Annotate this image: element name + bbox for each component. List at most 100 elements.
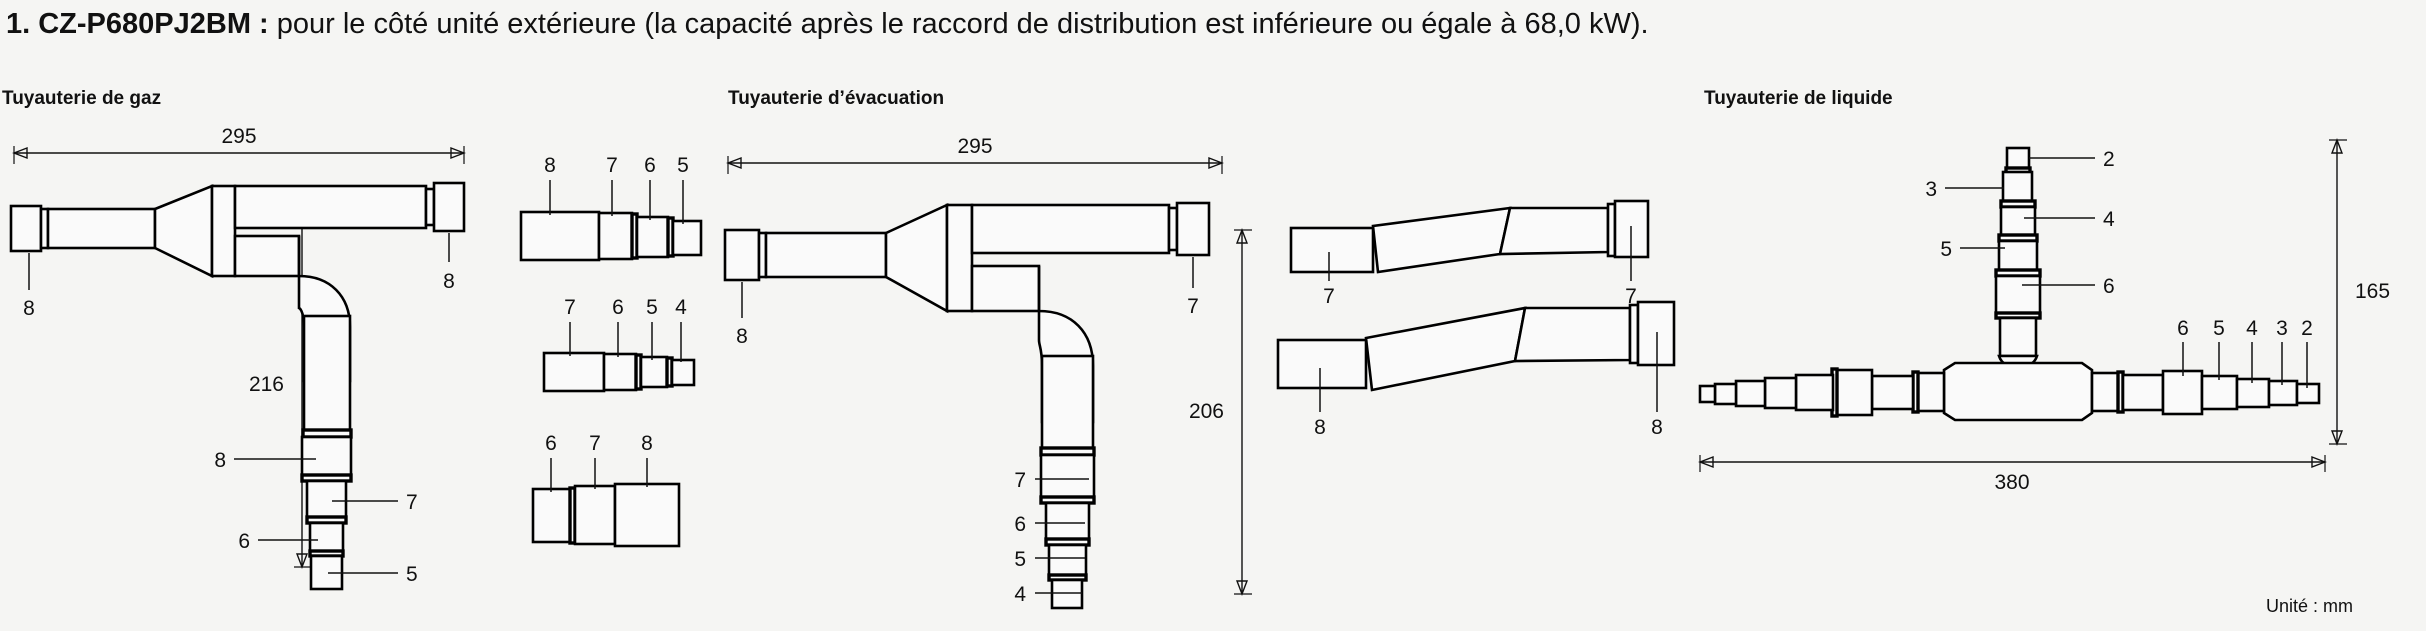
liquid-callout-4: 4 [2024, 208, 2115, 231]
gas-branch-label-8: 8 [214, 449, 226, 472]
drain-callout-outlet: 7 [1187, 257, 1199, 318]
drain-inlet-socket [723, 228, 761, 282]
liquid-left-seg-a [1915, 371, 1946, 413]
drain-lower-run [970, 264, 1041, 313]
gas-p1-seg-6 [635, 215, 670, 259]
liquid-riser-seg-3 [2001, 170, 2034, 206]
gas-p2-label-7: 7 [564, 296, 576, 319]
gas-header-cone [153, 184, 214, 279]
liquid-right-label-4: 4 [2246, 317, 2258, 340]
drain-step-4 [1050, 578, 1084, 610]
liquid-left-seg-c [1834, 368, 1874, 417]
liquid-right-seg-6 [2161, 369, 2204, 416]
gas-inlet-label: 8 [23, 297, 35, 320]
liquid-left-seg-g [1713, 382, 1738, 406]
gas-inlet-socket [9, 204, 43, 253]
liquid-piping-assembly: 165 380 [1698, 138, 2390, 494]
gas-p2-label-6: 6 [612, 296, 624, 319]
drain-outlet-label: 7 [1187, 295, 1199, 318]
liquid-right-seg-5 [2200, 374, 2239, 411]
gas-p1-label-6: 6 [644, 154, 656, 177]
gas-callout-branch-6: 6 [238, 530, 318, 553]
drain-upper-run [970, 203, 1171, 255]
drain-width-dimension: 295 [726, 135, 1224, 174]
gas-p1-label-7: 7 [606, 154, 618, 177]
liquid-callout-3: 3 [1925, 178, 2004, 201]
liquid-width-value: 380 [1994, 471, 2029, 494]
page-title-model: 1. CZ-P680PJ2BM : [6, 8, 269, 40]
section-heading-liquid: Tuyauterie de liquide [1704, 88, 1893, 109]
liquid-right-label-3: 3 [2276, 317, 2288, 340]
liquid-left-seg-e [1763, 376, 1798, 410]
gas-callout-inlet: 8 [23, 253, 35, 320]
gas-callout-outlet: 8 [443, 233, 455, 293]
dp2-right-label: 8 [1651, 416, 1663, 439]
gas-vertical-drop [302, 314, 352, 443]
drain-outlet-socket [1175, 201, 1211, 257]
dp2-right-socket [1636, 300, 1676, 367]
drain-branch-label-5: 5 [1014, 548, 1026, 571]
drain-width-value: 295 [957, 135, 992, 158]
liquid-right-callout-5: 5 [2213, 317, 2225, 380]
liquid-left-seg-d [1794, 373, 1835, 412]
gas-p1-seg-7 [597, 211, 634, 261]
gas-p3-seg-6 [531, 487, 572, 544]
dp2-mid-slant [1364, 306, 1527, 392]
liquid-height-value: 165 [2355, 280, 2390, 303]
liquid-right-label-5: 5 [2213, 317, 2225, 340]
gas-p1-label-5: 5 [677, 154, 689, 177]
gas-inlet-body [46, 207, 157, 250]
gas-p1-seg-8 [519, 210, 601, 262]
liquid-height-dimension: 165 [2329, 138, 2390, 446]
drain-inlet-label: 8 [736, 325, 748, 348]
drain-header-block [945, 203, 974, 313]
gas-header-block [210, 184, 237, 278]
liquid-right-callout-6: 6 [2177, 317, 2189, 376]
liquid-riser-seg-5 [1997, 239, 2039, 275]
gas-branch-label-7: 7 [406, 491, 418, 514]
dp1-left-label: 7 [1323, 285, 1335, 308]
gas-upper-run [233, 184, 428, 230]
dp2-left-label: 8 [1314, 416, 1326, 439]
drain-callout-branch-5: 5 [1014, 548, 1085, 571]
gas-callout-branch-5: 5 [328, 563, 418, 586]
page-title-description: pour le côté unité extérieure (la capaci… [268, 8, 1649, 40]
gas-branch-label-5: 5 [406, 563, 418, 586]
liquid-riser-seg-6 [1994, 274, 2042, 318]
gas-p2-label-5: 5 [646, 296, 658, 319]
section-heading-gas: Tuyauterie de gaz [2, 88, 162, 109]
page-title: 1. CZ-P680PJ2BM : pour le côté unité ext… [6, 4, 2406, 44]
gas-lower-run [233, 234, 301, 278]
liquid-width-dimension: 380 [1698, 455, 2327, 494]
drain-piping-assembly: 295 206 [723, 135, 1252, 610]
gas-part-reducer-set-3: 6 7 8 [531, 432, 681, 548]
liquid-right-seg-2 [2295, 382, 2321, 405]
gas-p3-label-6: 6 [545, 432, 557, 455]
gas-p1-label-8: 8 [544, 154, 556, 177]
gas-piping-assembly: 295 216 [9, 125, 466, 591]
gas-part-reducer-set-1: 8 7 6 5 [519, 154, 703, 262]
drain-step-7 [1039, 453, 1096, 503]
gas-step-8 [300, 435, 353, 481]
gas-callout-branch-7: 7 [332, 491, 418, 514]
liquid-callout-5: 5 [1940, 238, 2005, 261]
drain-inlet-body [764, 231, 888, 279]
liquid-riser-seg-4 [1999, 205, 2037, 240]
gas-outlet-label: 8 [443, 270, 455, 293]
liquid-right-seg-4 [2235, 377, 2271, 409]
gas-p3-seg-7 [573, 484, 617, 546]
liquid-right-label-6: 6 [2177, 317, 2189, 340]
dp1-right-label: 7 [1625, 285, 1637, 308]
liquid-label-4: 4 [2103, 208, 2115, 231]
dp2-left-socket [1276, 338, 1368, 390]
liquid-tee-body [1942, 361, 2094, 422]
gas-p3-label-8: 8 [641, 432, 653, 455]
drain-callout-inlet: 8 [736, 282, 748, 348]
gas-p2-seg-4 [670, 358, 696, 387]
liquid-right-callout-4: 4 [2246, 317, 2258, 383]
drain-header-cone [884, 202, 949, 314]
gas-branch-label-6: 6 [238, 530, 250, 553]
gas-p2-seg-6 [602, 352, 638, 392]
